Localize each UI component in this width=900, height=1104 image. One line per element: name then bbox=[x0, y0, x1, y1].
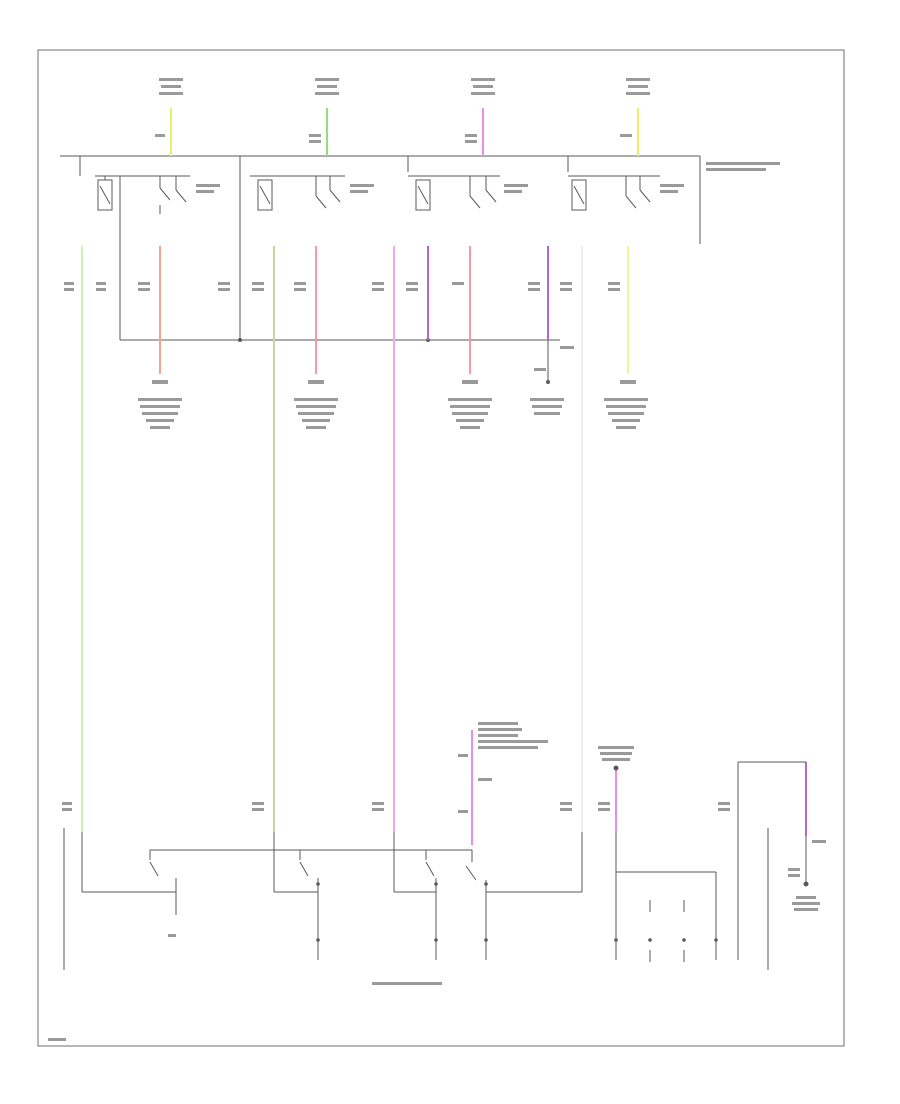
fuse-label-3c bbox=[471, 92, 495, 95]
relay-1 bbox=[79, 172, 190, 340]
relay-4-contact bbox=[625, 195, 637, 209]
relay-4 bbox=[568, 175, 660, 211]
bus-note-a bbox=[706, 162, 780, 165]
wire-tag-3b bbox=[465, 140, 477, 143]
lower-splices bbox=[316, 881, 809, 942]
fuse-label-2c bbox=[315, 92, 339, 95]
lower-fuse-node bbox=[613, 765, 619, 771]
fuse-label-3a bbox=[471, 78, 495, 81]
connector-labels-upper bbox=[138, 346, 648, 429]
relay-1-contact bbox=[159, 187, 171, 201]
wire-color-labels bbox=[64, 282, 620, 291]
relay-1-coil-slash bbox=[99, 185, 111, 205]
relay-3-contact bbox=[469, 195, 481, 209]
fuse-label-4c bbox=[626, 92, 650, 95]
ground-right bbox=[803, 881, 809, 887]
fuse-label-4b bbox=[628, 85, 648, 88]
relay-1-contact-b bbox=[175, 189, 187, 203]
wire-tag-4 bbox=[620, 134, 632, 137]
ground-upper bbox=[546, 380, 550, 384]
splice-1 bbox=[238, 338, 242, 342]
diagram-frame bbox=[37, 49, 845, 1047]
relay-3-coil bbox=[415, 179, 431, 211]
fuse-label-3b bbox=[473, 85, 493, 88]
fuse-label-1b bbox=[161, 85, 181, 88]
wire-tag-3a bbox=[465, 134, 477, 137]
wire-tag-1 bbox=[155, 134, 165, 137]
top-fuse-labels bbox=[155, 78, 780, 171]
fuse-label-1c bbox=[159, 92, 183, 95]
fuse-label-2a bbox=[315, 78, 339, 81]
fuse-label-4a bbox=[626, 78, 650, 81]
wire-tag-2a bbox=[309, 134, 321, 137]
lower-labels bbox=[48, 722, 826, 1041]
bus-note-b bbox=[706, 168, 766, 171]
relay-4-coil bbox=[571, 179, 587, 211]
switch-contact-2 bbox=[299, 861, 309, 877]
relay-2 bbox=[250, 175, 345, 211]
switch-contact-3 bbox=[425, 861, 435, 877]
switch-contact-1 bbox=[149, 861, 159, 877]
switch-contact-4 bbox=[465, 865, 477, 881]
wire-tag-2b bbox=[309, 140, 321, 143]
relay-2-coil bbox=[257, 179, 273, 211]
fuse-label-1a bbox=[159, 78, 183, 81]
relay-labels bbox=[196, 184, 684, 193]
relay-3 bbox=[408, 175, 500, 211]
relay-2-contact bbox=[315, 195, 327, 209]
lower-switch-assembly bbox=[63, 761, 807, 970]
fuse-label-2b bbox=[317, 85, 337, 88]
